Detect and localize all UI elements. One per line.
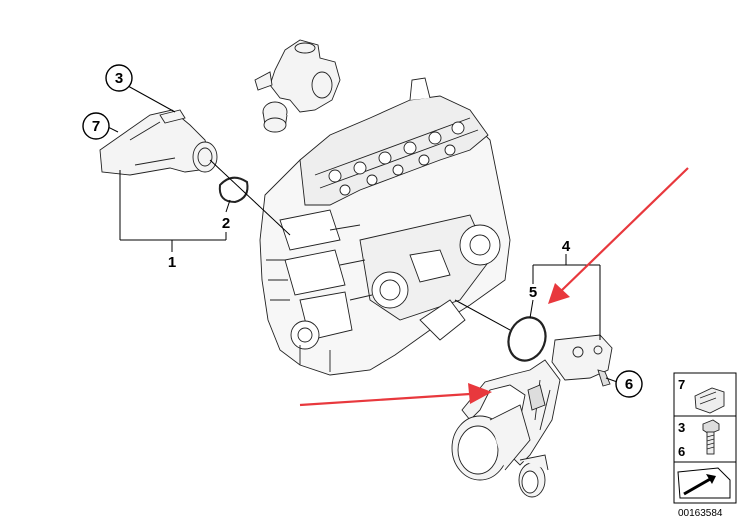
leader-lines xyxy=(105,85,621,384)
bolt-icon xyxy=(702,419,720,455)
clip-icon xyxy=(694,387,725,414)
callout-1: 1 xyxy=(168,254,176,271)
svg-text:4: 4 xyxy=(562,238,571,255)
legend-num-7: 7 xyxy=(678,377,685,392)
o-ring-lower xyxy=(507,316,547,362)
coolant-pipe-upper xyxy=(99,109,218,176)
callout-2: 2 xyxy=(222,215,230,232)
svg-text:3: 3 xyxy=(115,70,123,87)
svg-text:7: 7 xyxy=(92,118,100,135)
o-ring-upper xyxy=(218,176,249,204)
svg-text:5: 5 xyxy=(529,284,537,301)
legend-num-3: 3 xyxy=(678,420,685,435)
svg-text:6: 6 xyxy=(625,376,633,393)
thermostat-housing-upper xyxy=(254,39,341,133)
reference-number: 00163584 xyxy=(678,508,723,519)
svg-text:1: 1 xyxy=(168,254,176,271)
engine-block-illustration xyxy=(259,77,511,376)
page-corner-arrow-icon xyxy=(677,467,731,499)
coolant-pipe-lower xyxy=(451,334,613,498)
red-arrow-lower xyxy=(299,383,492,407)
callout-4: 4 xyxy=(562,238,571,255)
callout-5: 5 xyxy=(529,284,537,301)
callout-7: 7 xyxy=(82,112,110,140)
legend-panel: 7 3 6 xyxy=(673,372,737,504)
callout-6: 6 xyxy=(615,370,643,398)
svg-text:2: 2 xyxy=(222,215,230,232)
callout-3: 3 xyxy=(105,64,133,92)
legend-num-6: 6 xyxy=(678,444,685,459)
red-arrow-upper xyxy=(548,167,689,304)
